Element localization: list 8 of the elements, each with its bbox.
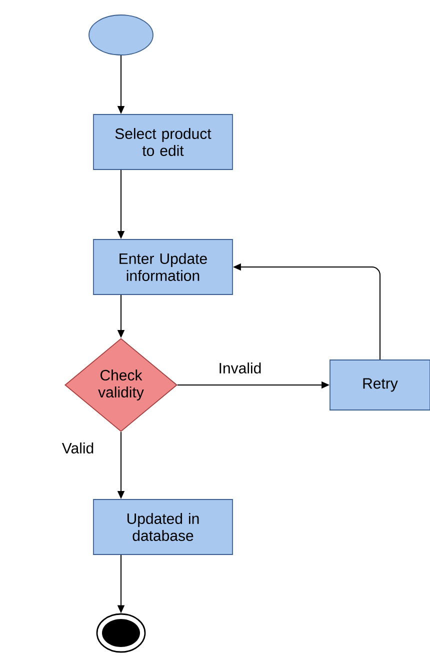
process-box: Retry [330, 360, 430, 410]
edge-label: Invalid [216, 360, 264, 376]
edge-label: Valid [60, 440, 96, 456]
process-box: Updated in database [93, 499, 233, 555]
process-box: Select product to edit [93, 114, 233, 170]
start-node [88, 14, 154, 56]
end-node [96, 613, 146, 653]
process-box: Enter Update information [93, 239, 233, 295]
